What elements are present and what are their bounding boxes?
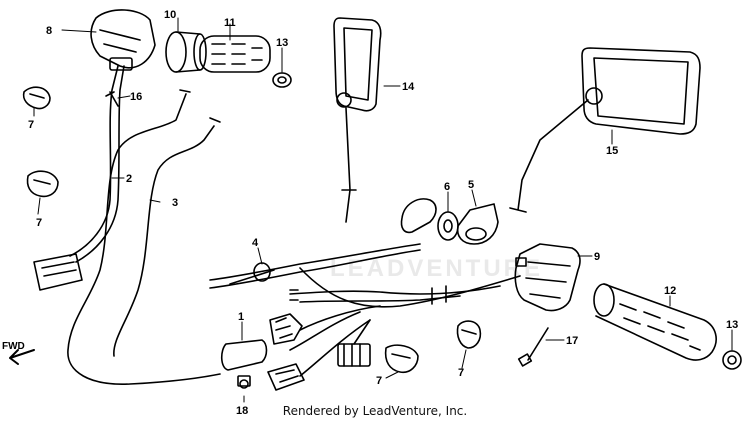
left-connector [33, 253, 83, 291]
switch-ring-6 [437, 211, 459, 241]
leader-lines [33, 17, 733, 403]
clamp-7c [384, 344, 419, 374]
fwd-label: FWD [2, 341, 25, 352]
callout-7-a: 7 [28, 119, 34, 131]
right-grip [593, 283, 717, 361]
callout-labels: 8 10 11 13 14 15 16 7 7 2 3 4 6 5 9 12 1… [28, 9, 738, 417]
right-mirror [509, 47, 701, 213]
callout-7-b: 7 [36, 217, 42, 229]
bar-end-lower [722, 350, 742, 370]
harness-branches [289, 305, 381, 377]
clamp-ring [400, 198, 437, 234]
callout-15: 15 [606, 145, 618, 157]
callout-11: 11 [224, 17, 236, 29]
connector-block-lower [267, 363, 305, 391]
footer-credit: Rendered by LeadVenture, Inc. [282, 404, 468, 418]
callout-16: 16 [130, 91, 142, 103]
switch-1 [220, 339, 268, 389]
callout-5: 5 [468, 179, 474, 191]
bolt-18 [237, 375, 251, 387]
right-switch-housing [514, 243, 581, 312]
callout-13-upper: 13 [276, 37, 288, 49]
wiring-branch [289, 285, 501, 305]
callout-13-lower: 13 [726, 319, 738, 331]
callout-12: 12 [664, 285, 676, 297]
callout-14: 14 [402, 81, 415, 93]
callout-10: 10 [164, 9, 176, 21]
left-grip [199, 35, 271, 73]
callout-1: 1 [238, 311, 244, 323]
callout-6: 6 [444, 181, 450, 193]
left-switch-housing [90, 9, 156, 71]
left-mirror [333, 17, 382, 223]
wire-harness-4 [209, 243, 521, 308]
throttle-cable-3 [67, 89, 221, 385]
callout-18: 18 [236, 405, 248, 417]
connector-block-center [337, 343, 371, 367]
clamp-7a [22, 86, 51, 110]
screw-17 [517, 327, 549, 367]
callout-2: 2 [126, 173, 132, 185]
fwd-arrow [9, 349, 35, 365]
clamp-7d [456, 320, 482, 349]
bar-end-upper [272, 72, 292, 88]
callout-8: 8 [46, 25, 52, 37]
callout-3: 3 [172, 197, 178, 209]
clamp-7b [26, 170, 59, 198]
callout-4: 4 [252, 237, 259, 249]
throttle-cap-5 [456, 203, 499, 245]
throttle-tube [165, 31, 207, 73]
connector-block-left [269, 313, 303, 345]
callout-7-c: 7 [376, 375, 382, 387]
pin-16 [105, 91, 119, 107]
callout-9: 9 [594, 251, 600, 263]
callout-7-d: 7 [458, 367, 464, 379]
switch-cable-2 [69, 65, 125, 263]
callout-17: 17 [566, 335, 578, 347]
